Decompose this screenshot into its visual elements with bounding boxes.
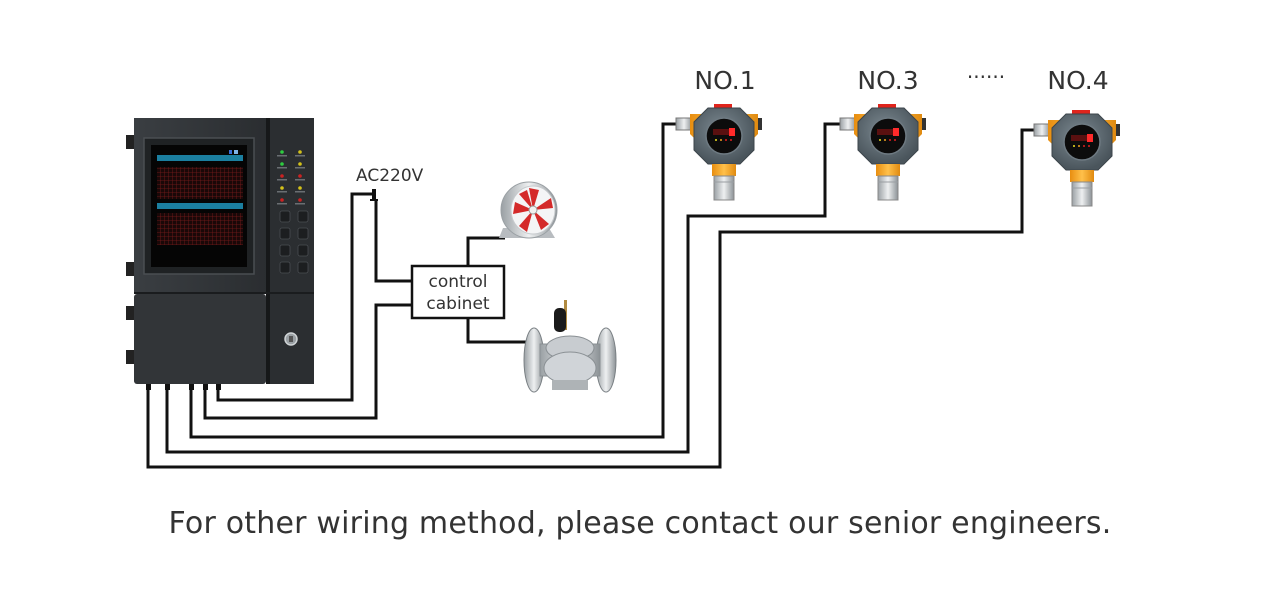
- led-caption: [277, 155, 287, 157]
- controller-button: [279, 227, 291, 240]
- gas-detector-2-icon: [839, 104, 926, 201]
- controller-screen: [151, 145, 247, 267]
- controller-button: [297, 261, 309, 274]
- wire-power-cabinet: [374, 200, 412, 283]
- controller-button: [279, 244, 291, 257]
- solenoid-valve-icon: [523, 300, 617, 393]
- status-led-icon: [280, 162, 284, 166]
- wire-controller-cabinet: [203, 303, 412, 420]
- detector-label-3: NO.3: [857, 66, 918, 95]
- status-led-icon: [298, 150, 302, 154]
- footer-caption: For other wiring method, please contact …: [168, 506, 1112, 541]
- exhaust-fan-icon: [499, 181, 558, 239]
- control-cabinet-label-line1: control: [429, 272, 488, 292]
- wire-cabinet-fan: [466, 236, 505, 266]
- status-led-icon: [280, 198, 284, 202]
- led-caption: [277, 167, 287, 169]
- status-led-icon: [280, 186, 284, 190]
- wire-power: [216, 192, 372, 402]
- controller-button: [297, 227, 309, 240]
- status-led-icon: [280, 150, 284, 154]
- led-caption: [295, 155, 305, 157]
- status-led-icon: [298, 162, 302, 166]
- gas-detectors: [675, 104, 1120, 207]
- wire-detector-1: [189, 122, 676, 439]
- status-led-icon: [280, 174, 284, 178]
- control-cabinet-label-line2: cabinet: [426, 294, 490, 314]
- controller-button: [297, 210, 309, 223]
- led-caption: [295, 179, 305, 181]
- led-caption: [277, 191, 287, 193]
- status-led-icon: [298, 174, 302, 178]
- led-caption: [277, 203, 287, 205]
- led-caption: [295, 167, 305, 169]
- power-label: AC220V: [356, 166, 424, 186]
- status-led-icon: [298, 198, 302, 202]
- wire-detector-3: [165, 122, 842, 454]
- status-leds: [277, 150, 305, 205]
- ellipsis-more-detectors: ······: [967, 65, 1005, 89]
- led-caption: [295, 203, 305, 205]
- wire-cabinet-valve: [466, 318, 528, 344]
- gas-detector-1-icon: [675, 104, 762, 201]
- gas-detector-3-icon: [1033, 110, 1120, 207]
- detector-label-1: NO.1: [694, 66, 755, 95]
- control-cabinet: control cabinet: [410, 264, 506, 320]
- wires: [146, 122, 1036, 469]
- controller-button: [279, 210, 291, 223]
- led-caption: [277, 179, 287, 181]
- controller-button: [297, 244, 309, 257]
- controller-buttons: [279, 210, 309, 274]
- power-terminal-icon: [370, 189, 378, 201]
- status-led-icon: [298, 186, 302, 190]
- wire-detector-4: [146, 128, 1036, 469]
- led-caption: [295, 191, 305, 193]
- detector-label-4: NO.4: [1047, 66, 1108, 95]
- controller-button: [279, 261, 291, 274]
- gas-alarm-controller: [126, 118, 314, 390]
